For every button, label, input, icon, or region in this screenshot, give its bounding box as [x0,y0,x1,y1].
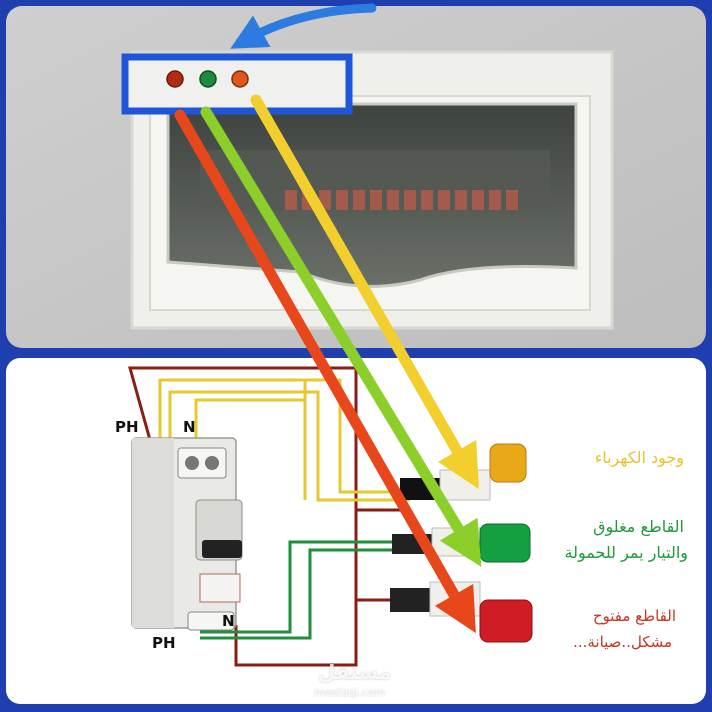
watermark-url: mostaql.com [314,686,386,699]
circuit-breaker [131,437,243,631]
panel-orange-indicator [231,70,249,88]
current-flows-label: والتيار يمر للحمولة [564,543,688,562]
breaker-open-label: القاطع مفتوح [592,607,676,625]
breaker-row [285,190,518,210]
panel-green-indicator [199,70,217,88]
red-arrow [174,109,476,634]
yellow-arrow [250,94,479,490]
panel-red-indicator [166,70,184,88]
watermark-arabic: مستقل [318,660,392,684]
ph-top-label: PH [115,418,139,436]
breaker-closed-label: القاطع مغلوق [593,517,684,536]
n-bottom-label: N [222,612,235,630]
n-top-label: N [183,418,196,436]
power-present-label: وجود الكهرباء [594,448,684,467]
green-arrow [200,106,482,567]
ph-bottom-label: PH [152,634,176,652]
blue-pointer-arrow [230,3,377,49]
maintenance-label: مشكل..صيانة... [573,633,672,651]
wiring [128,366,410,667]
